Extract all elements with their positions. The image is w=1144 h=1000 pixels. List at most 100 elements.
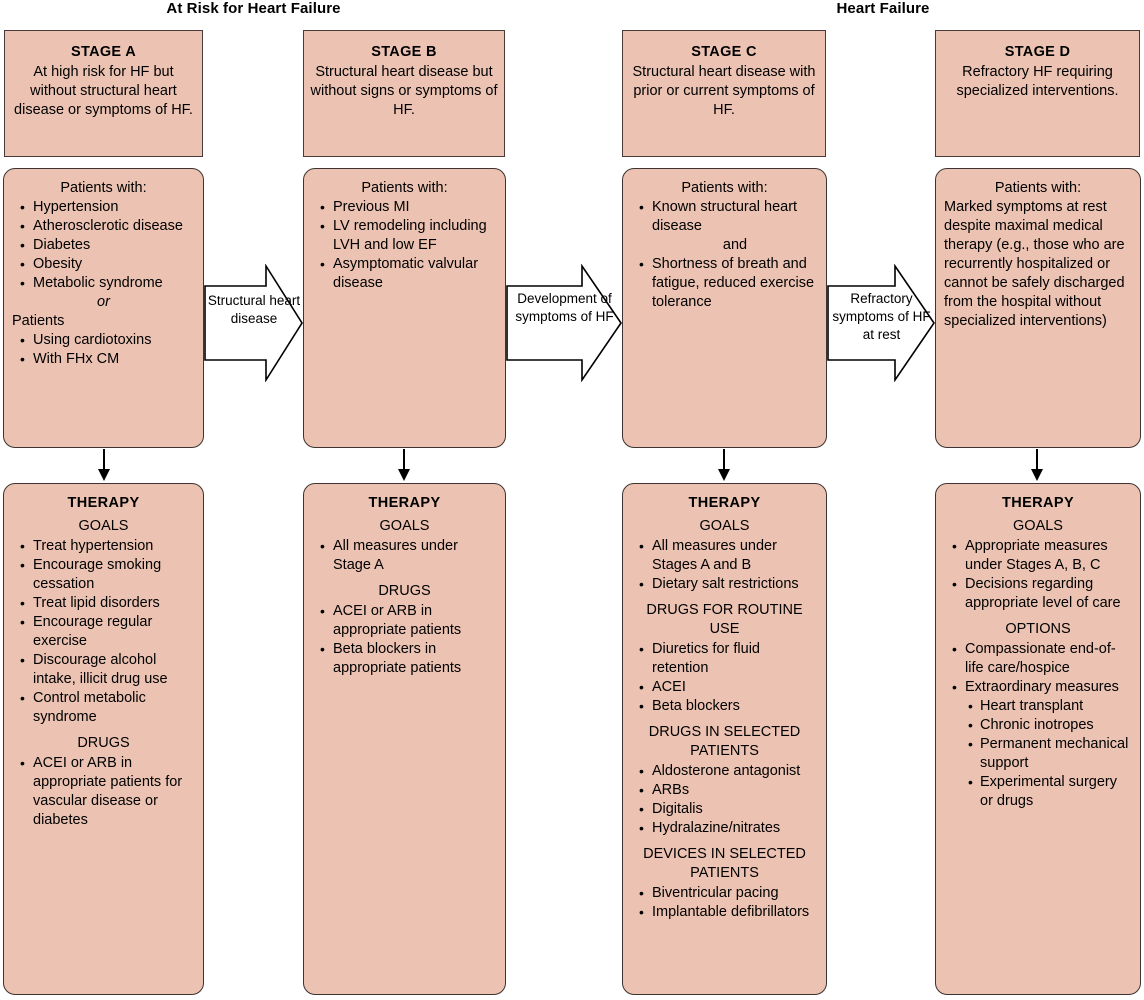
therapy-c-section-heading-goals: GOALS — [699, 518, 750, 534]
flow-arrow-b-to-therapy — [396, 449, 412, 482]
list-item: ACEI or ARB in appropriate patients for … — [18, 754, 195, 830]
therapy-c-section-heading-devices: DEVICES IN SELECTED PATIENTS — [643, 846, 806, 881]
flow-arrow-d-to-therapy — [1029, 449, 1045, 482]
down-arrow-icon — [1031, 449, 1043, 481]
list-item: Control metabolic syndrome — [18, 689, 195, 727]
stage-b-description: Structural heart disease but without sig… — [310, 64, 498, 118]
block-arrow-icon — [506, 264, 622, 382]
list-item: Permanent mechanical support — [966, 735, 1132, 773]
therapy-b-title: THERAPY — [368, 495, 441, 511]
therapy-d-options-list: Compassionate end-of-life care/hospice E… — [944, 640, 1132, 697]
list-item: Encourage smoking cessation — [18, 556, 195, 594]
therapy-a-section-heading-goals: GOALS — [78, 518, 129, 534]
list-item: Experimental surgery or drugs — [966, 773, 1132, 811]
list-item: Shortness of breath and fatigue, reduced… — [637, 255, 818, 312]
patients-a-connector: or — [97, 294, 110, 310]
therapy-a-goals-list: Treat hypertension Encourage smoking ces… — [12, 537, 195, 727]
patients-d-body: Marked symptoms at rest despite maximal … — [944, 199, 1125, 329]
therapy-c-goals-list: All measures under Stages A and B Dietar… — [631, 537, 818, 594]
therapy-c-section-heading-drugs-routine: DRUGS FOR ROUTINE USE — [646, 602, 803, 637]
therapy-c-drugs-routine-list: Diuretics for fluid retention ACEI Beta … — [631, 640, 818, 716]
therapy-b-section-heading-goals: GOALS — [379, 518, 430, 534]
therapy-c-devices-list: Biventricular pacing Implantable defibri… — [631, 884, 818, 922]
list-item: Treat lipid disorders — [18, 594, 195, 613]
list-item: Diabetes — [18, 236, 195, 255]
list-item: LV remodeling including LVH and low EF — [318, 217, 497, 255]
list-item: Asymptomatic valvular disease — [318, 255, 497, 293]
therapy-d-options-sublist: Heart transplant Chronic inotropes Perma… — [944, 697, 1132, 811]
flow-arrow-a-to-therapy — [96, 449, 112, 482]
therapy-box-a: THERAPY GOALS Treat hypertension Encoura… — [3, 483, 204, 995]
list-item: All measures under Stages A and B — [637, 537, 818, 575]
down-arrow-icon — [98, 449, 110, 481]
list-item: Dietary salt restrictions — [637, 575, 818, 594]
list-item: ARBs — [637, 781, 818, 800]
stage-c-name: STAGE C — [691, 44, 757, 60]
stage-box-c: STAGE C Structural heart disease with pr… — [622, 30, 826, 157]
patients-box-b: Patients with: Previous MI LV remodeling… — [303, 168, 506, 448]
patients-box-a: Patients with: Hypertension Atherosclero… — [3, 168, 204, 448]
patients-a-intro: Patients with: — [60, 180, 147, 196]
list-item: Beta blockers — [637, 697, 818, 716]
list-item: Decisions regarding appropriate level of… — [950, 575, 1132, 613]
therapy-c-drugs-selected-list: Aldosterone antagonist ARBs Digitalis Hy… — [631, 762, 818, 838]
list-item: Digitalis — [637, 800, 818, 819]
list-item: Biventricular pacing — [637, 884, 818, 903]
stage-d-name: STAGE D — [1004, 44, 1071, 60]
therapy-box-c: THERAPY GOALS All measures under Stages … — [622, 483, 827, 995]
stage-a-description: At high risk for HF but without structur… — [14, 64, 193, 118]
patients-c-list: Known structural heart disease and Short… — [631, 198, 818, 312]
list-item: Hydralazine/nitrates — [637, 819, 818, 838]
therapy-b-drugs-list: ACEI or ARB in appropriate patients Beta… — [312, 602, 497, 678]
group-title-at-risk: At Risk for Heart Failure — [166, 0, 341, 17]
list-item: All measures under Stage A — [318, 537, 497, 575]
patients-a-intro2: Patients — [12, 313, 65, 329]
list-item: Atherosclerotic disease — [18, 217, 195, 236]
therapy-d-goals-list: Appropriate measures under Stages A, B, … — [944, 537, 1132, 613]
list-item: Known structural heart disease and — [637, 198, 818, 255]
therapy-c-section-heading-drugs-selected: DRUGS IN SELECTED PATIENTS — [648, 724, 801, 759]
stage-box-b: STAGE B Structural heart disease but wit… — [303, 30, 505, 157]
therapy-b-goals-list: All measures under Stage A — [312, 537, 497, 575]
patients-c-item1-text: Known structural heart disease — [652, 199, 798, 234]
patients-b-intro: Patients with: — [361, 180, 448, 196]
list-item: Compassionate end-of-life care/hospice — [950, 640, 1132, 678]
transition-arrow-b-to-c: Development of symptoms of HF — [506, 264, 623, 382]
list-item: Beta blockers in appropriate patients — [318, 640, 497, 678]
list-item: Diuretics for fluid retention — [637, 640, 818, 678]
down-arrow-icon — [398, 449, 410, 481]
list-item: Obesity — [18, 255, 195, 274]
block-arrow-icon — [204, 264, 303, 382]
therapy-d-section-heading-goals: GOALS — [1013, 518, 1063, 534]
flow-arrow-c-to-therapy — [716, 449, 732, 482]
transition-arrow-c-to-d: Refractory symptoms of HF at rest — [827, 264, 936, 382]
group-title-heart-failure: Heart Failure — [836, 0, 930, 17]
stage-a-name: STAGE A — [71, 44, 136, 60]
list-item: Hypertension — [18, 198, 195, 217]
patients-a-list-2: Using cardiotoxins With FHx CM — [12, 331, 195, 369]
list-item: Encourage regular exercise — [18, 613, 195, 651]
patients-b-list: Previous MI LV remodeling including LVH … — [312, 198, 497, 293]
list-item: Implantable defibrillators — [637, 903, 818, 922]
patients-d-intro: Patients with: — [994, 180, 1082, 196]
list-item: With FHx CM — [18, 350, 195, 369]
list-item: Heart transplant — [966, 697, 1132, 716]
therapy-c-title: THERAPY — [688, 495, 761, 511]
transition-arrow-a-to-b: Structural heart disease — [204, 264, 304, 382]
stage-c-description: Structural heart disease with prior or c… — [632, 64, 816, 118]
list-item: ACEI or ARB in appropriate patients — [318, 602, 497, 640]
therapy-d-title: THERAPY — [1001, 495, 1075, 511]
therapy-box-b: THERAPY GOALS All measures under Stage A… — [303, 483, 506, 995]
list-item: Appropriate measures under Stages A, B, … — [950, 537, 1132, 575]
stage-b-name: STAGE B — [371, 44, 437, 60]
stage-d-description: Refractory HF requiring specialized inte… — [956, 64, 1119, 99]
list-item: Using cardiotoxins — [18, 331, 195, 350]
therapy-d-section-heading-options: OPTIONS — [1005, 621, 1071, 637]
stage-box-a: STAGE A At high risk for HF but without … — [4, 30, 203, 157]
list-item: Aldosterone antagonist — [637, 762, 818, 781]
list-item: Previous MI — [318, 198, 497, 217]
patients-a-list: Hypertension Atherosclerotic disease Dia… — [12, 198, 195, 293]
stage-box-d: STAGE D Refractory HF requiring speciali… — [935, 30, 1140, 157]
list-item: Discourage alcohol intake, illicit drug … — [18, 651, 195, 689]
